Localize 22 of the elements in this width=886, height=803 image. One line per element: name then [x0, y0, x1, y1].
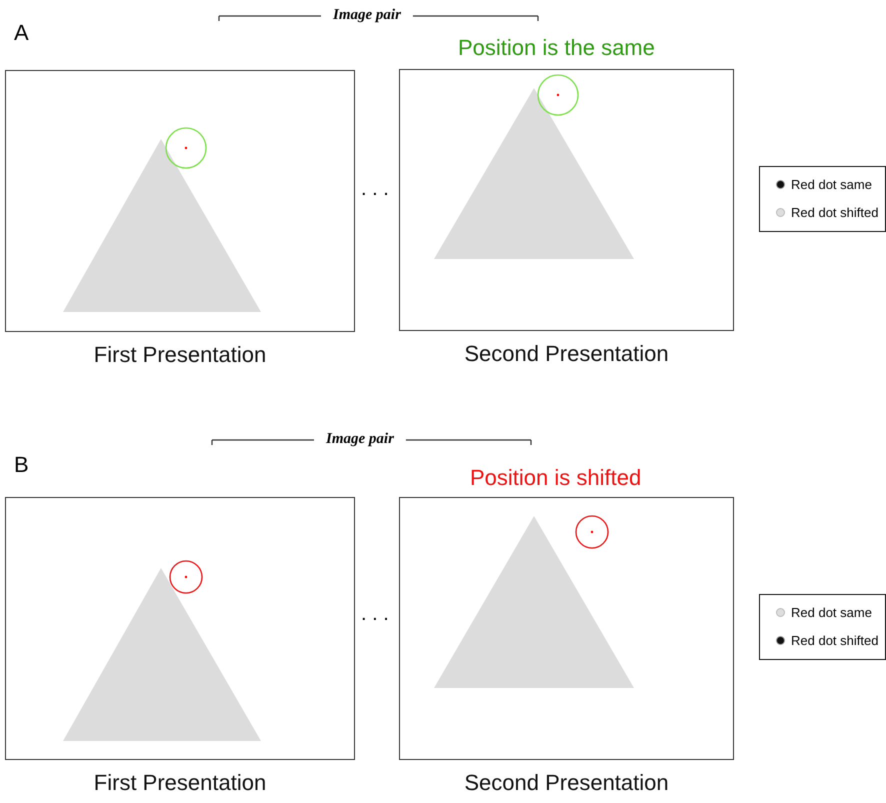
response-panel: [759, 166, 886, 232]
option-label: Red dot same: [791, 177, 872, 192]
condition-label: Position is shifted: [470, 465, 642, 491]
ellipsis: . . .: [361, 603, 389, 626]
image-frame: [5, 70, 355, 332]
image-frame: [399, 69, 734, 331]
frame-caption: Second Presentation: [464, 341, 669, 367]
image-frame: [5, 497, 355, 760]
frame-caption: Second Presentation: [464, 770, 669, 796]
bracket-label: Image pair: [326, 431, 394, 448]
image-frame: [399, 497, 734, 760]
frame-caption: First Presentation: [94, 770, 266, 796]
option-label: Red dot shifted: [791, 633, 878, 648]
panel-letter: B: [14, 452, 29, 478]
response-panel: [759, 594, 886, 660]
bracket-label: Image pair: [333, 7, 401, 24]
ellipsis: . . .: [361, 178, 389, 201]
frame-caption: First Presentation: [94, 342, 266, 368]
option-label: Red dot same: [791, 605, 872, 620]
panel-letter: A: [14, 20, 29, 46]
condition-label: Position is the same: [458, 35, 655, 61]
option-label: Red dot shifted: [791, 205, 878, 220]
